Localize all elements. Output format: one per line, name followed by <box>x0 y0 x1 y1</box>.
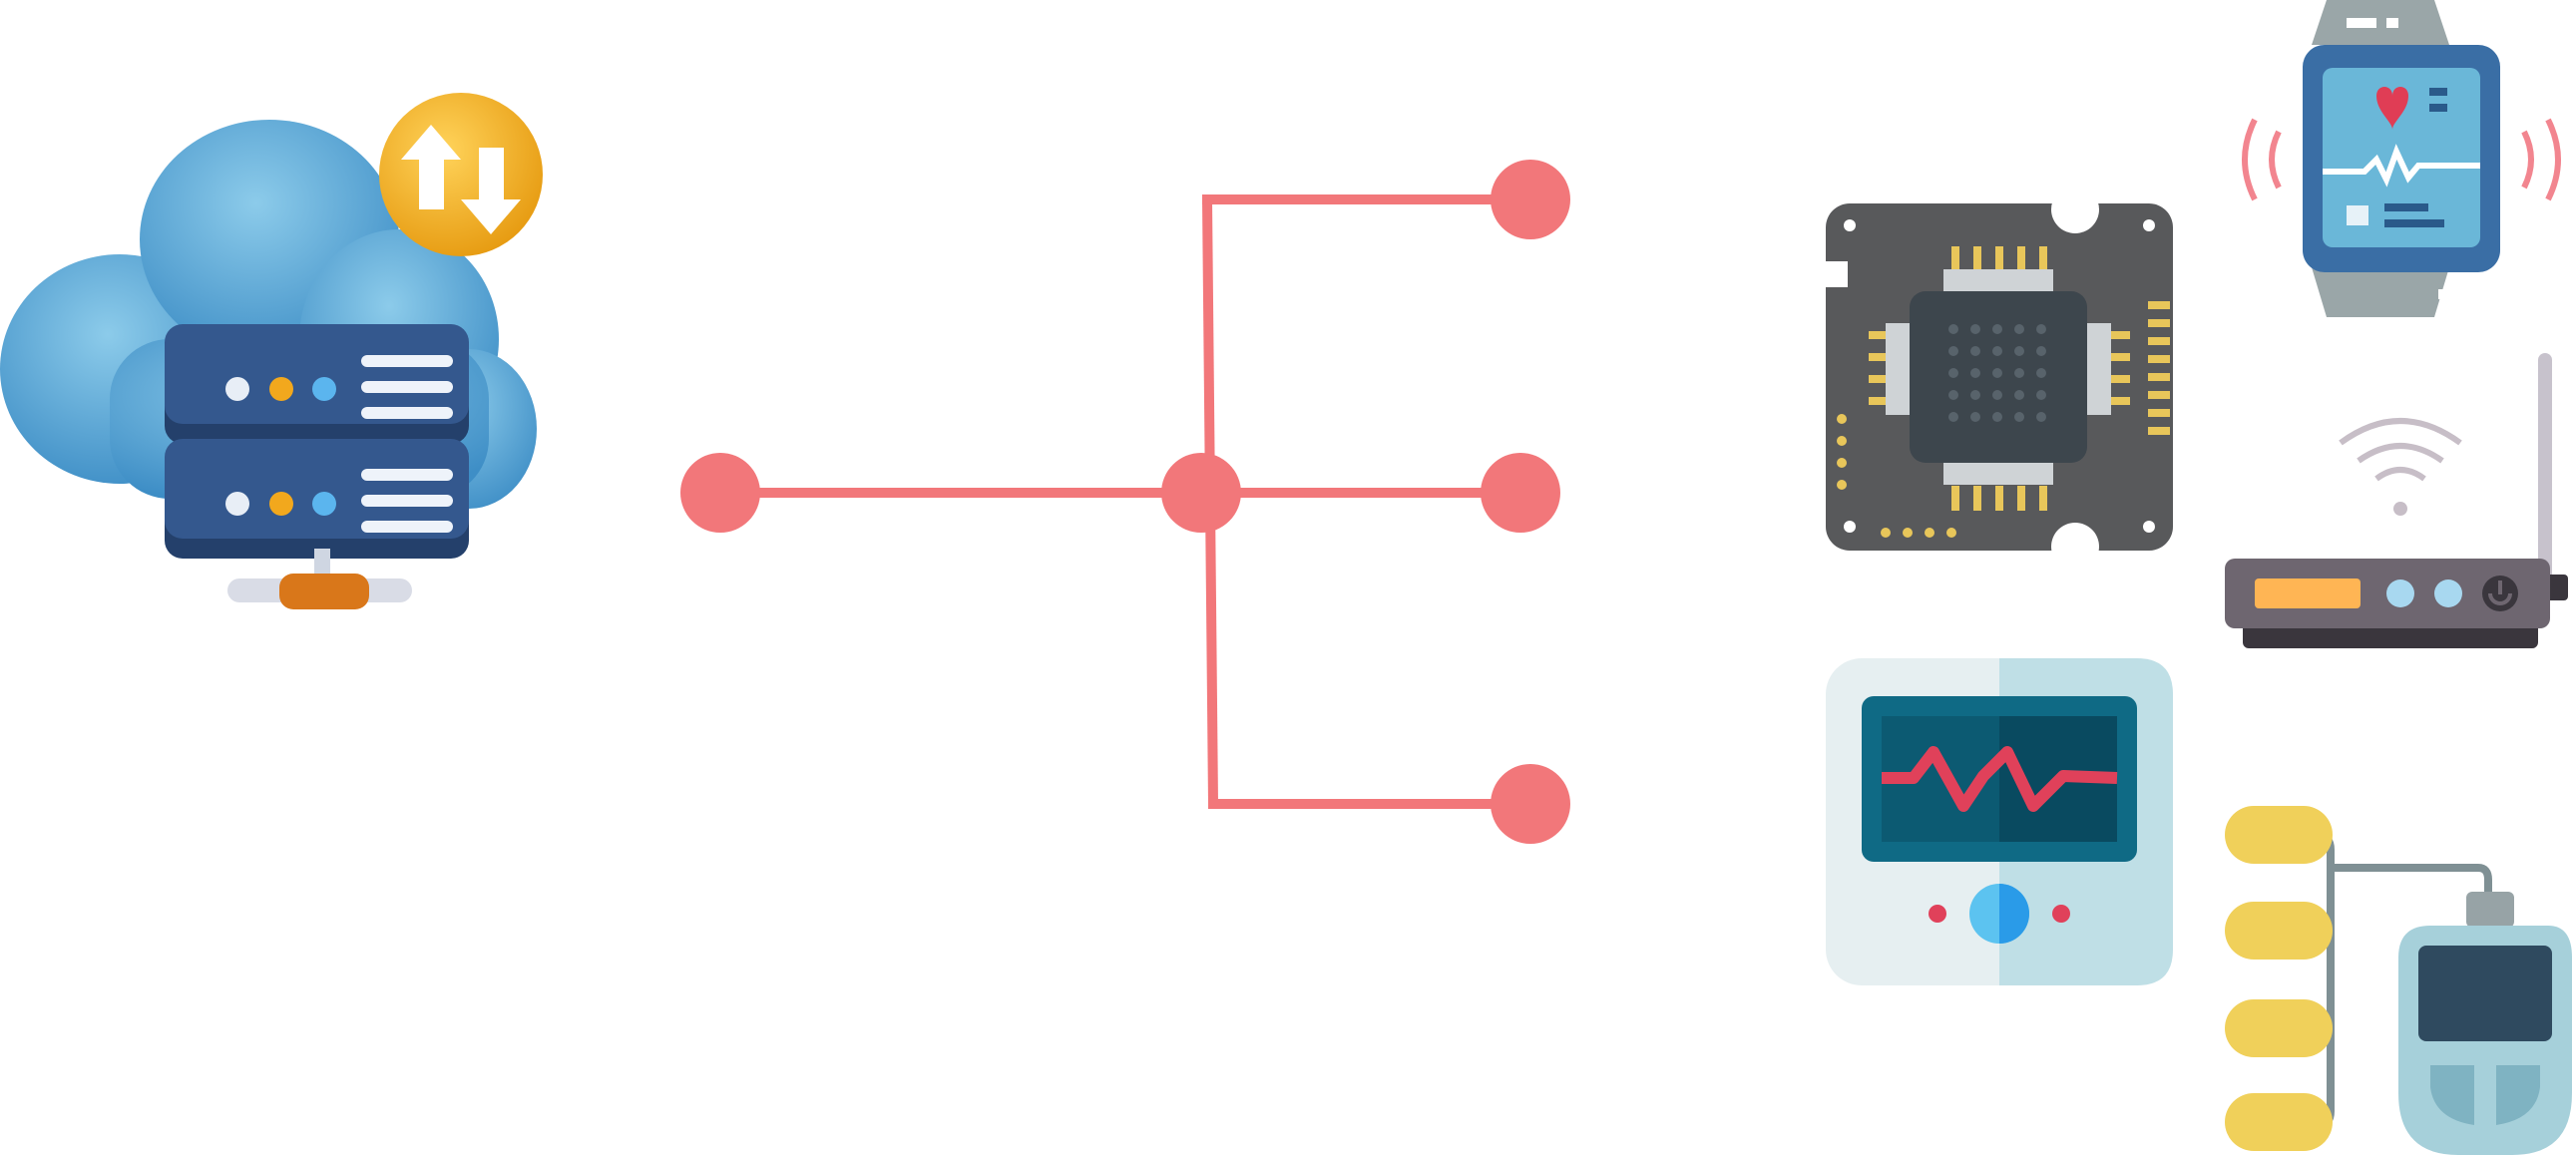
microchip-board-icon <box>1824 201 2173 553</box>
wifi-router-icon <box>2225 353 2568 648</box>
top-target-node <box>1491 160 1570 239</box>
cloud-server-icon <box>0 93 543 609</box>
middle-target-node <box>1481 453 1560 533</box>
server-rack <box>165 324 469 609</box>
heart-monitor-icon <box>1826 658 2173 985</box>
source-node <box>680 453 760 533</box>
bottom-target-node <box>1491 764 1570 844</box>
ecg-device-icon <box>2225 806 2572 1155</box>
sync-badge <box>379 93 543 256</box>
hub-node <box>1161 453 1241 533</box>
smartwatch-heart-icon <box>2242 0 2561 317</box>
